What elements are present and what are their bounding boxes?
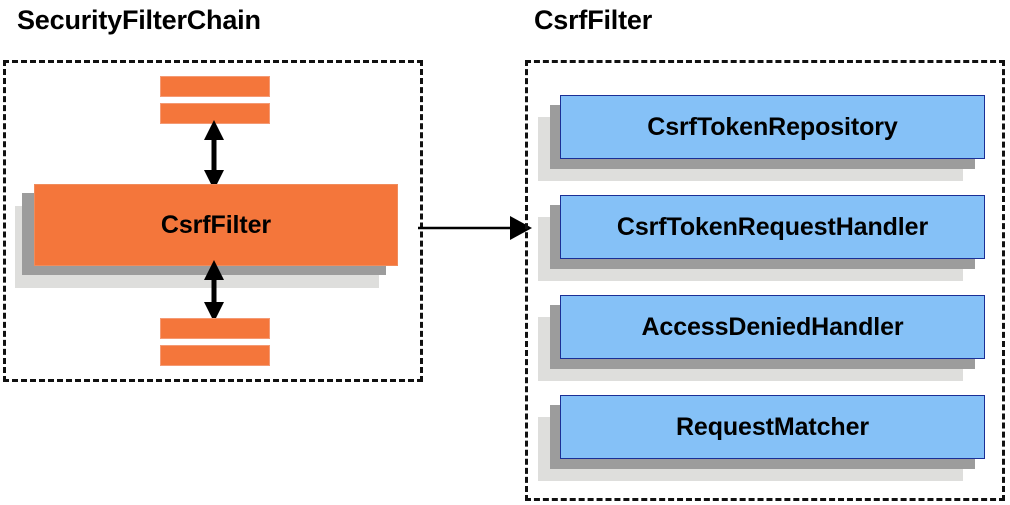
dependency-card-label: RequestMatcher	[675, 412, 870, 441]
csrf-filter-card[interactable]: CsrfFilter	[15, 184, 398, 288]
card-face: CsrfFilter	[34, 184, 398, 266]
card-face: CsrfTokenRequestHandler	[560, 195, 985, 259]
dependency-card-label: AccessDeniedHandler	[641, 312, 904, 341]
card-face: AccessDeniedHandler	[560, 295, 985, 359]
expand-arrow-right	[418, 216, 532, 240]
bidirectional-arrow-down	[204, 260, 224, 322]
dependency-card-label: CsrfTokenRepository	[647, 112, 898, 141]
security-filter-chain-container	[3, 60, 423, 382]
filter-bar-following-1	[160, 318, 270, 339]
dependency-card-csrf-token-request-handler[interactable]: CsrfTokenRequestHandler	[538, 195, 985, 281]
section-title-security-filter-chain: SecurityFilterChain	[17, 5, 261, 35]
bidirectional-arrow-up	[204, 120, 224, 190]
filter-bar-preceding-1	[160, 76, 270, 97]
dependency-card-access-denied-handler[interactable]: AccessDeniedHandler	[538, 295, 985, 381]
card-face: CsrfTokenRepository	[560, 95, 985, 159]
card-face: RequestMatcher	[560, 395, 985, 459]
csrf-filter-container	[525, 60, 1005, 501]
section-title-csrf-filter: CsrfFilter	[534, 5, 653, 35]
dependency-card-label: CsrfTokenRequestHandler	[616, 212, 929, 241]
csrf-filter-card-label: CsrfFilter	[160, 210, 272, 239]
filter-bar-following-2	[160, 345, 270, 366]
dependency-card-request-matcher[interactable]: RequestMatcher	[538, 395, 985, 481]
dependency-card-csrf-token-repository[interactable]: CsrfTokenRepository	[538, 95, 985, 181]
